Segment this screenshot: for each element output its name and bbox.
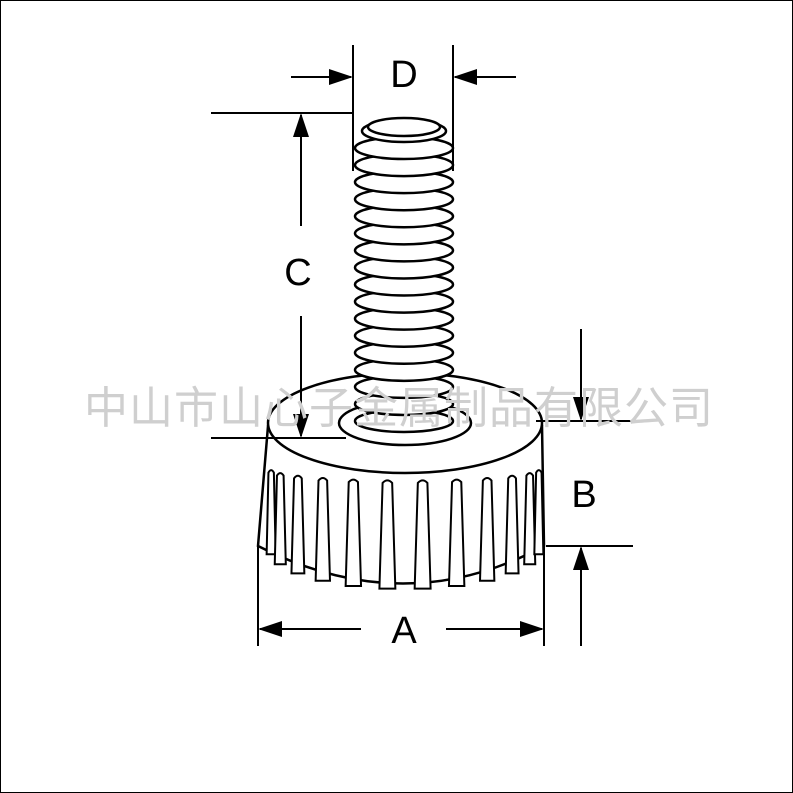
dimension-label-d: D	[390, 54, 417, 96]
rib	[504, 474, 520, 575]
rib	[523, 472, 537, 566]
dimension-lines	[211, 45, 633, 646]
rib	[265, 469, 277, 556]
rib	[344, 478, 363, 587]
watermark: 中山市山心子金属制品有限公司	[84, 383, 714, 434]
rib	[478, 477, 496, 582]
rib	[378, 479, 397, 590]
rib	[273, 472, 287, 566]
rib	[290, 474, 306, 575]
threaded-bolt	[353, 116, 455, 434]
dimension-label-b: B	[571, 474, 596, 516]
cap-ribs	[265, 469, 545, 590]
rib	[533, 469, 545, 556]
rib	[314, 477, 332, 582]
dimension-label-c: C	[284, 252, 311, 294]
bolt-tip	[366, 116, 442, 138]
dimension-label-a: A	[391, 610, 417, 652]
rib	[413, 479, 432, 590]
rib	[447, 478, 466, 587]
